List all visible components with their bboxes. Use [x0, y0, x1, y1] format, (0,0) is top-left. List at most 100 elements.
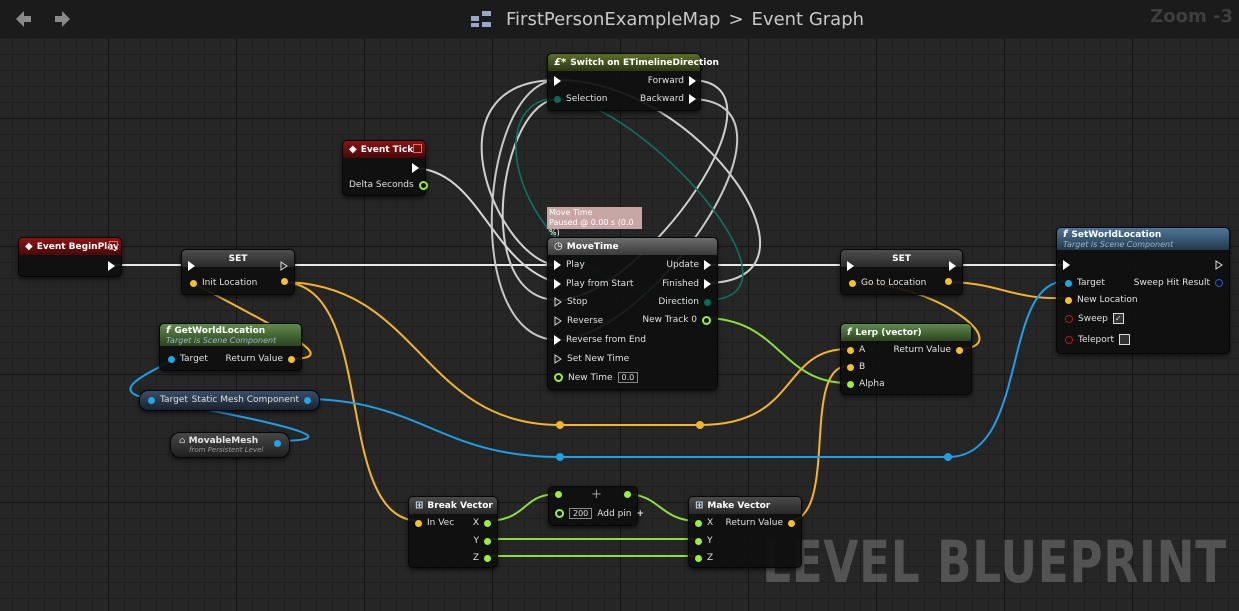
z-in-pin[interactable]: Z — [695, 553, 713, 563]
exec-out-pin[interactable] — [949, 261, 956, 271]
x-out-pin[interactable]: X — [473, 518, 491, 528]
make-vector-node[interactable]: ⊞Make Vector X Y Z Return Value — [688, 496, 802, 568]
node-subtitle: Target is Scene Component — [1063, 240, 1174, 249]
return-value-pin[interactable]: Return Value — [226, 354, 295, 364]
vector-wire — [944, 281, 1067, 300]
init-location-out-pin[interactable] — [281, 278, 288, 285]
back-arrow-icon[interactable] — [10, 7, 34, 31]
forward-arrow-icon[interactable] — [52, 7, 76, 31]
breadcrumb: FirstPersonExampleMap > Event Graph — [470, 8, 864, 30]
new-location-pin[interactable]: New Location — [1065, 295, 1138, 305]
switch-icon: £* — [554, 57, 567, 68]
static-mesh-component-pin[interactable]: Static Mesh Component — [192, 395, 311, 405]
go-to-location-pin[interactable]: Go to Location — [849, 278, 926, 288]
plus-icon[interactable]: + — [636, 508, 645, 519]
x-in-pin[interactable]: X — [695, 518, 713, 528]
breadcrumb-map[interactable]: FirstPersonExampleMap — [506, 8, 721, 30]
play-pin[interactable]: Play — [554, 260, 585, 270]
node-header: ⊞Make Vector — [689, 497, 801, 514]
sweep-pin[interactable]: Sweep✓ — [1065, 313, 1124, 324]
vector-wire — [787, 365, 849, 522]
sweep-hit-result-pin[interactable]: Sweep Hit Result — [1134, 278, 1223, 288]
reverse-from-end-pin[interactable]: Reverse from End — [554, 335, 646, 345]
exec-in-pin[interactable] — [554, 76, 561, 86]
target-pin[interactable]: Target — [1065, 278, 1105, 288]
exec-out-pin[interactable] — [108, 261, 115, 271]
selection-pin[interactable]: Selection — [554, 94, 607, 104]
init-location-pin[interactable]: Init Location — [190, 278, 257, 288]
target-pin[interactable]: Target — [148, 395, 188, 405]
teleport-checkbox[interactable] — [1119, 334, 1130, 345]
timeline-comment-bubble: Move Time Paused @ 0.00 s (0.0 %) — [547, 207, 642, 237]
movetime-timeline-node[interactable]: ◷MoveTime Play Play from Start Stop Reve… — [547, 237, 718, 390]
finished-pin[interactable]: Finished — [662, 279, 711, 289]
event-beginplay-node[interactable]: ◆Event BeginPlay — [18, 237, 122, 277]
node-title: Event Tick — [360, 144, 414, 155]
movable-mesh-out-pin[interactable] — [274, 440, 281, 447]
stop-pin[interactable]: Stop — [554, 297, 587, 307]
teleport-pin[interactable]: Teleport — [1065, 334, 1130, 345]
node-title: Break Vector — [427, 500, 493, 511]
exec-out-pin[interactable] — [412, 163, 419, 173]
z-out-pin[interactable]: Z — [473, 553, 491, 563]
movable-mesh-node[interactable]: ⌂ MovableMesh from Persistent Level — [170, 432, 290, 458]
go-to-location-out-pin[interactable] — [945, 278, 952, 285]
add-pin-button[interactable]: Add pin — [597, 508, 632, 519]
node-title: ⌂ MovableMesh — [179, 436, 259, 446]
node-title: GetWorldLocation — [174, 326, 266, 336]
event-tick-node[interactable]: ◆Event Tick Delta Seconds — [342, 140, 428, 196]
node-header: ◆Event BeginPlay — [19, 238, 121, 255]
target-pin[interactable]: Target — [168, 354, 208, 364]
play-from-start-pin[interactable]: Play from Start — [554, 279, 633, 289]
y-in-pin[interactable]: Y — [695, 536, 713, 546]
bubble-line: Move Time — [549, 208, 593, 217]
a-pin[interactable] — [555, 491, 562, 498]
return-value-pin[interactable]: Return Value — [894, 345, 963, 355]
set-init-location-node[interactable]: SET Init Location — [181, 249, 295, 295]
y-out-pin[interactable]: Y — [474, 536, 491, 546]
new-track-pin[interactable]: New Track 0 — [642, 315, 711, 325]
exec-out-pin[interactable] — [1215, 260, 1223, 270]
direction-pin[interactable]: Direction — [658, 297, 711, 307]
return-pin[interactable] — [624, 491, 631, 498]
breadcrumb-graph[interactable]: Event Graph — [751, 8, 865, 30]
backward-pin[interactable]: Backward — [640, 94, 696, 104]
set-new-time-pin[interactable]: Set New Time — [554, 354, 629, 364]
new-time-input[interactable]: 0.0 — [617, 372, 639, 383]
forward-pin[interactable]: Forward — [648, 76, 696, 86]
exec-in-pin[interactable] — [188, 261, 195, 271]
return-value-pin[interactable]: Return Value — [726, 518, 795, 528]
exec-in-pin[interactable] — [847, 261, 854, 271]
node-header: £*Switch on ETimelineDirection — [548, 54, 719, 71]
add-plus-icon: + — [591, 487, 602, 502]
exec-in-pin[interactable] — [1063, 260, 1070, 270]
b-value-input[interactable]: 200 — [569, 508, 593, 519]
node-subtitle: from Persistent Level — [189, 446, 264, 454]
add-float-node[interactable]: + 200 Add pin + — [548, 486, 644, 526]
vector-wire — [280, 281, 421, 522]
level-blueprint-watermark: LEVEL BLUEPRINT — [762, 528, 1227, 596]
alpha-pin[interactable]: Alpha — [847, 379, 885, 389]
break-vector-node[interactable]: ⊞Break Vector In Vec X Y Z — [408, 496, 498, 568]
sweep-checkbox[interactable]: ✓ — [1112, 313, 1124, 324]
b-pin[interactable]: 200 Add pin + — [555, 508, 644, 519]
clock-icon: ◷ — [554, 241, 563, 252]
exec-out-pin[interactable] — [268, 261, 288, 271]
b-pin[interactable]: B — [847, 362, 865, 372]
graph-toolbar: FirstPersonExampleMap > Event Graph Zoom… — [0, 0, 1239, 38]
delta-seconds-pin[interactable]: Delta Seconds — [349, 180, 428, 190]
reverse-pin[interactable]: Reverse — [554, 316, 603, 326]
set-go-to-location-node[interactable]: SET Go to Location — [840, 249, 963, 295]
static-mesh-component-node[interactable]: Target Static Mesh Component — [139, 390, 320, 411]
in-vec-pin[interactable]: In Vec — [415, 518, 454, 528]
update-pin[interactable]: Update — [666, 260, 711, 270]
switch-timeline-direction-node[interactable]: £*Switch on ETimelineDirection Selection… — [547, 53, 719, 111]
node-header: ◷MoveTime — [548, 238, 717, 255]
a-pin[interactable]: A — [847, 345, 865, 355]
bubble-line: Paused @ 0.00 s (0.0 %) — [549, 218, 634, 237]
